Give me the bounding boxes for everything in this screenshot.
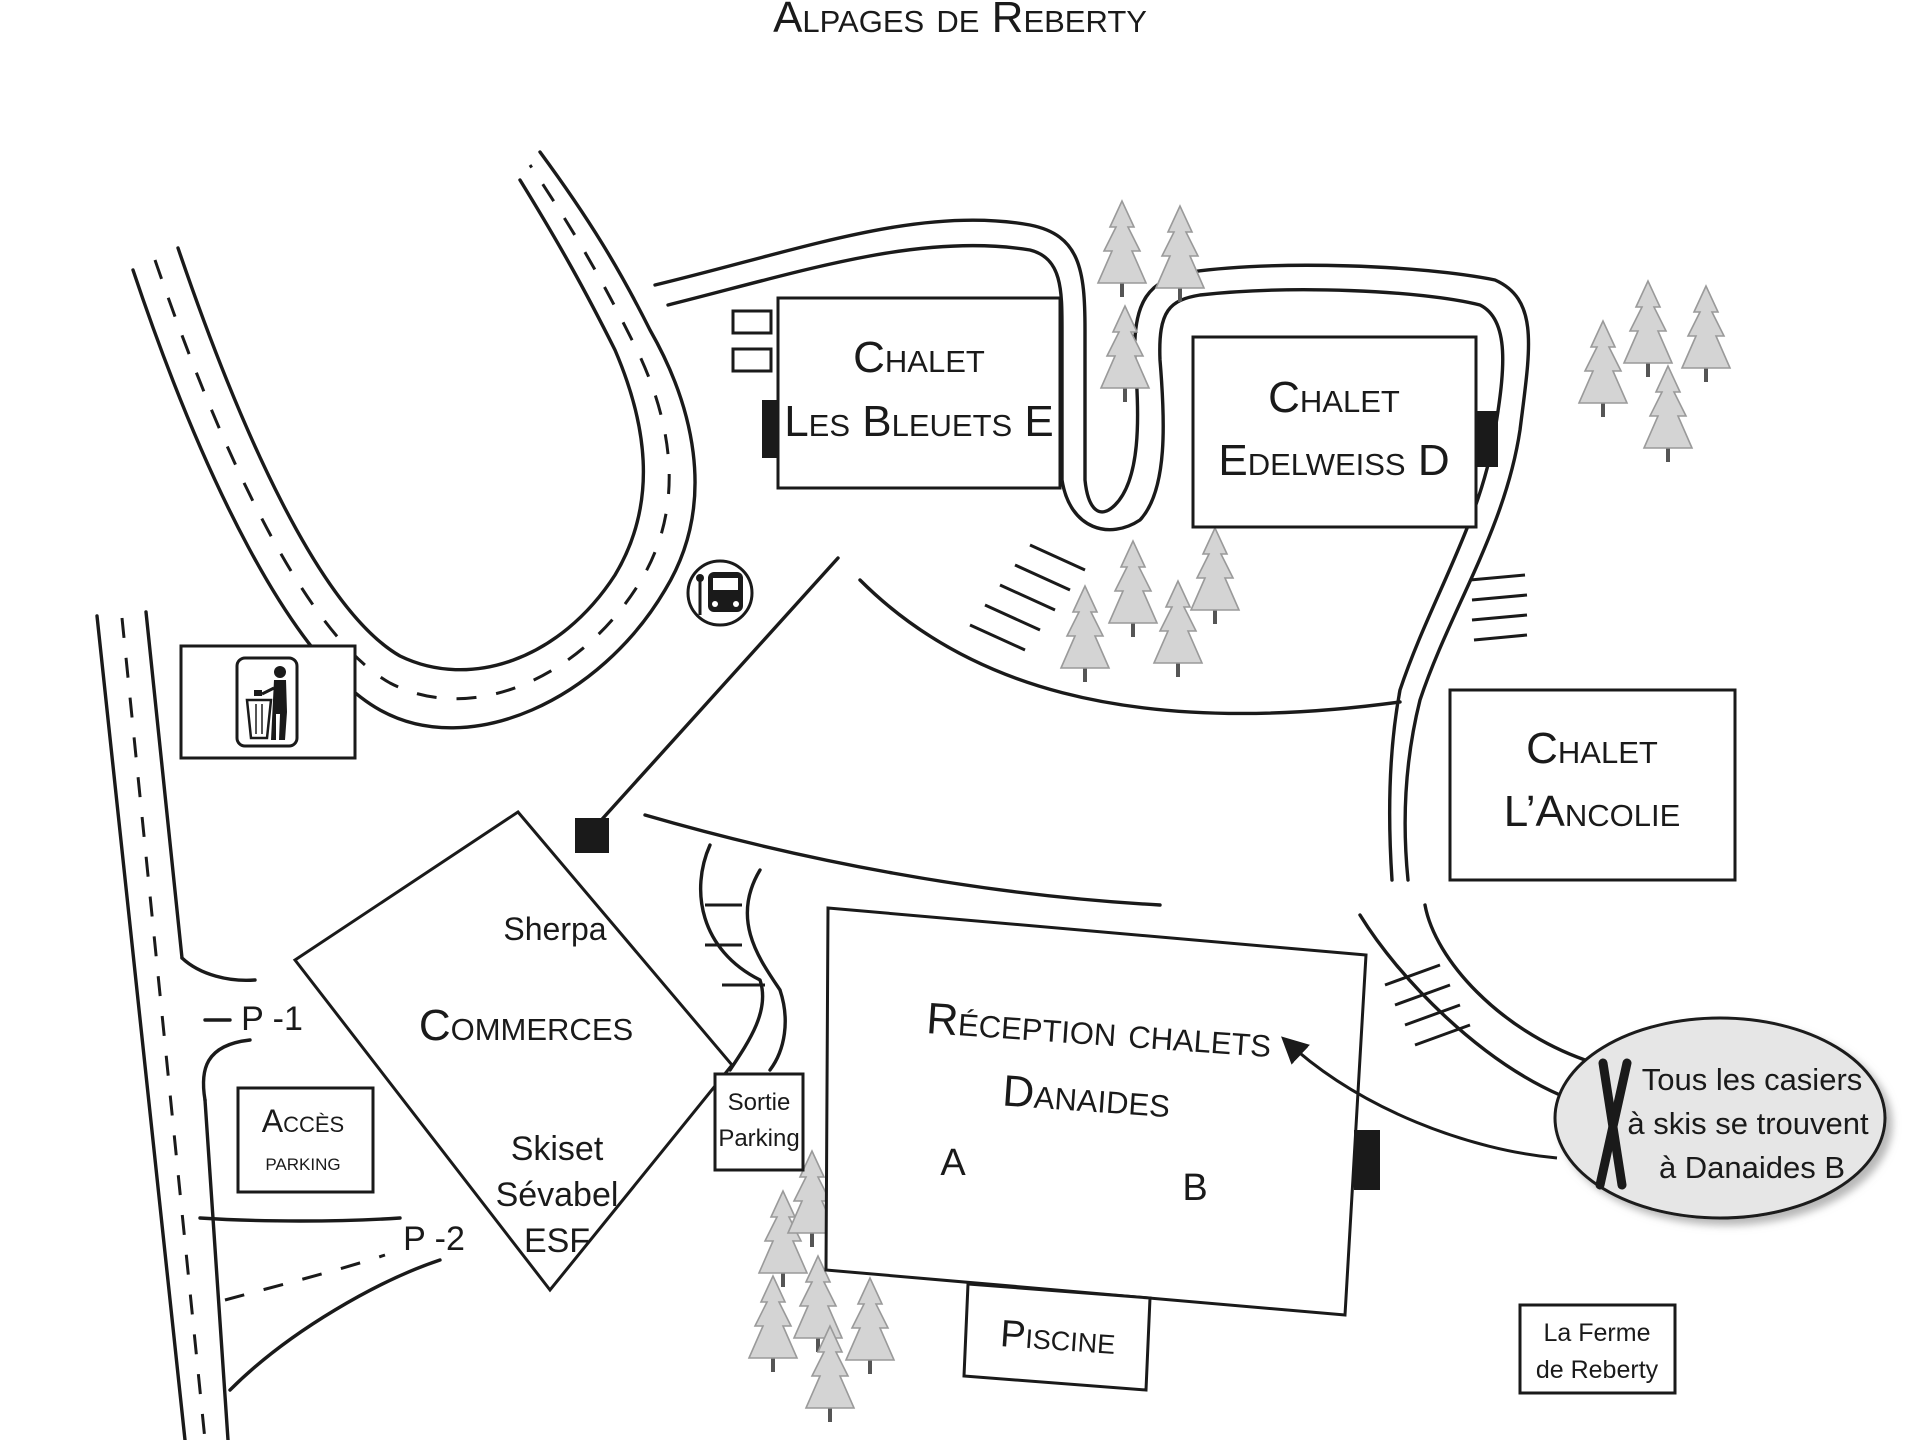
sortie-parking: Sortie Parking (713, 1072, 805, 1172)
svg-text:L’Ancolie: L’Ancolie (1504, 787, 1681, 836)
skis-icon (1595, 1058, 1632, 1190)
svg-text:Commerces: Commerces (419, 1001, 633, 1050)
trash-bin-icon (235, 656, 299, 748)
commerces: Sherpa Commerces Skiset Sévabel ESF (292, 810, 734, 1293)
acces-parking: Accès parking (236, 1086, 375, 1194)
svg-text:Sortie: Sortie (728, 1089, 791, 1116)
svg-text:La Ferme: La Ferme (1544, 1319, 1651, 1347)
callout-arrow (1281, 1036, 1558, 1160)
chalet-edelweiss-d: Chalet Edelweiss D (1191, 335, 1498, 529)
svg-text:Accès: Accès (262, 1103, 344, 1139)
svg-text:Parking: Parking (718, 1125, 799, 1152)
svg-text:Edelweiss D: Edelweiss D (1218, 436, 1449, 485)
parking-level-p1: P -1 (241, 1000, 303, 1038)
svg-text:Chalet: Chalet (853, 333, 985, 382)
svg-text:Les Bleuets E: Les Bleuets E (784, 397, 1054, 446)
svg-text:Skiset: Skiset (511, 1130, 604, 1168)
svg-text:à skis se trouvent: à skis se trouvent (1627, 1106, 1869, 1141)
map-title: Alpages de Reberty (773, 0, 1147, 42)
svg-text:Danaides: Danaides (1001, 1067, 1172, 1128)
road-network (95, 150, 1587, 1440)
svg-text:Chalet: Chalet (1268, 373, 1400, 422)
svg-text:Sherpa: Sherpa (503, 911, 606, 947)
bus-stop-icon (686, 559, 754, 627)
svg-text:Chalet: Chalet (1526, 724, 1658, 773)
ski-locker-callout: Tous les casiers à skis se trouvent à Da… (1553, 1016, 1887, 1220)
svg-text:Piscine: Piscine (999, 1313, 1117, 1363)
chalet-les-bleuets-e: Chalet Les Bleuets E (731, 296, 1062, 490)
la-ferme-de-reberty: La Ferme de Reberty (1518, 1303, 1677, 1395)
svg-text:de Reberty: de Reberty (1536, 1356, 1659, 1384)
chalet-l-ancolie: Chalet L’Ancolie (1448, 688, 1737, 882)
reception-danaides: Réception chalets Danaides A B (824, 906, 1380, 1317)
entrance-marker (575, 818, 609, 853)
parking-level-p2: P -2 (403, 1220, 465, 1258)
piscine: Piscine (962, 1282, 1152, 1392)
svg-text:parking: parking (265, 1149, 340, 1176)
svg-text:à Danaides B: à Danaides B (1659, 1150, 1845, 1185)
svg-text:B: B (1182, 1167, 1207, 1209)
svg-text:Tous les casiers: Tous les casiers (1642, 1062, 1863, 1097)
stair-hatches (705, 543, 1528, 1047)
trash-area (179, 644, 357, 760)
svg-text:Sévabel: Sévabel (496, 1176, 619, 1214)
svg-text:ESF: ESF (524, 1222, 590, 1260)
svg-text:A: A (940, 1142, 966, 1184)
